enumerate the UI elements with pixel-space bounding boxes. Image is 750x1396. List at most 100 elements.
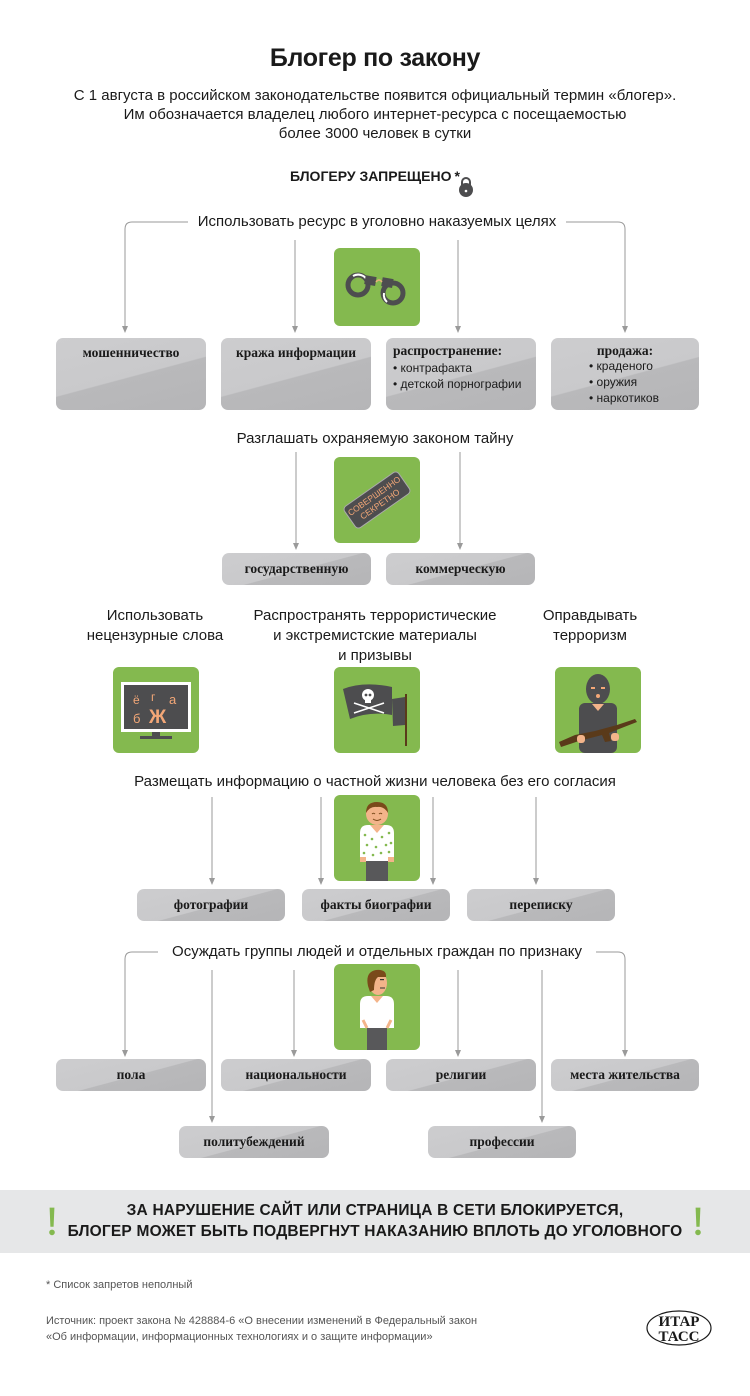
box-label: мошенничество — [82, 345, 180, 360]
lead-line: С 1 августа в российском законодательств… — [73, 87, 677, 104]
icon-tile-obscene: ё г а б Ж — [113, 667, 199, 753]
arrowhead — [539, 1116, 545, 1123]
pirate-flag-icon — [343, 684, 407, 746]
box-label: факты биографии — [320, 897, 432, 912]
arrowhead — [209, 1116, 215, 1123]
heading-line: нецензурные слова — [86, 627, 224, 644]
section-heading-privacy: Размещать информацию о частной жизни чел… — [120, 773, 630, 791]
icon-tile-criminal — [334, 248, 420, 326]
discrimination-box-gender: пола — [56, 1059, 206, 1091]
padlock-icon — [459, 177, 473, 197]
icon-tile-privacy — [334, 795, 420, 881]
criminal-box-sale: продажа: краденого оружия наркотиков — [551, 338, 699, 410]
box-label: пола — [116, 1067, 146, 1082]
box-label: политубеждений — [203, 1134, 305, 1149]
box-item: детской порнографии — [393, 376, 522, 392]
arrowhead — [122, 1050, 128, 1057]
criminal-box-distribution: распространение: контрафакта детской пор… — [386, 338, 536, 410]
box-label: профессии — [469, 1134, 535, 1149]
box-label: места жительства — [570, 1067, 680, 1082]
page-title: Блогер по закону — [269, 44, 481, 72]
arrowhead — [318, 878, 324, 885]
footnote-asterisk: * — [454, 168, 460, 184]
connector-line — [124, 951, 158, 1052]
section-heading-justify-terrorism: Оправдывать терроризм — [510, 606, 670, 646]
box-label: национальности — [245, 1067, 347, 1082]
box-label: фотографии — [173, 897, 249, 912]
lead-text: С 1 августа в российском законодательств… — [0, 86, 750, 143]
arrowhead — [455, 1050, 461, 1057]
box-item: наркотиков — [589, 390, 659, 406]
box-label: распространение: — [393, 343, 503, 358]
box-item-list: контрафакта детской порнографии — [393, 360, 522, 392]
section-heading-extremism: Распространять террористические и экстре… — [220, 606, 530, 666]
letter: г — [151, 690, 156, 704]
privacy-box-biography: факты биографии — [302, 889, 450, 921]
icon-tile-extremism — [334, 667, 420, 753]
criminal-box-info-theft: кража информации — [221, 338, 371, 410]
heading-line: и экстремистские материалы — [273, 627, 477, 644]
heading-line: Использовать — [106, 607, 204, 624]
connector-line — [566, 221, 626, 328]
icon-tile-terrorism — [555, 667, 641, 753]
icon-tile-secret: СОВЕРШЕННО СЕКРЕТНО — [334, 457, 420, 543]
source-line: Источник: проект закона № 428884-6 «О вн… — [46, 1315, 478, 1327]
arrowhead — [622, 1050, 628, 1057]
arrowhead — [209, 878, 215, 885]
section-heading-obscene: Использовать нецензурные слова — [60, 606, 250, 646]
section-heading-discrimination: Осуждать группы людей и отдельных гражда… — [158, 943, 596, 961]
box-item: оружия — [589, 374, 659, 390]
arrowhead — [533, 878, 539, 885]
box-label: государственную — [244, 561, 349, 576]
forbidden-heading: БЛОГЕРУ ЗАПРЕЩЕНО* — [0, 168, 750, 184]
discrimination-box-residence: места жительства — [551, 1059, 699, 1091]
source-line: «Об информации, информационных технологи… — [46, 1331, 433, 1343]
arrowhead — [622, 326, 628, 333]
footnote: * Список запретов неполный — [46, 1279, 193, 1291]
section-heading-criminal: Использовать ресурс в уголовно наказуемы… — [188, 213, 566, 231]
letter: а — [169, 692, 177, 707]
heading-line: Распространять террористические — [253, 607, 497, 624]
itar-tass-logo: ИТАР ТАСС — [646, 1310, 712, 1346]
banner-line: ЗА НАРУШЕНИЕ САЙТ ИЛИ СТРАНИЦА В СЕТИ БЛ… — [126, 1202, 624, 1219]
forbidden-heading-text: БЛОГЕРУ ЗАПРЕЩЕНО — [290, 168, 452, 184]
box-label: переписку — [509, 897, 573, 912]
handcuffs-icon — [345, 272, 406, 306]
box-label: коммерческую — [415, 561, 506, 576]
arrowhead — [430, 878, 436, 885]
terrorist-icon — [559, 674, 637, 753]
exclamation-icon — [49, 1207, 55, 1236]
letter: ё — [133, 693, 140, 707]
lead-line: Им обозначается владелец любого интернет… — [123, 106, 627, 123]
connector-line — [596, 951, 626, 1052]
discrimination-box-nationality: национальности — [221, 1059, 371, 1091]
banner-text: ЗА НАРУШЕНИЕ САЙТ ИЛИ СТРАНИЦА В СЕТИ БЛ… — [0, 1200, 750, 1242]
privacy-box-correspondence: переписку — [467, 889, 615, 921]
arrowhead — [293, 543, 299, 550]
exclamation-icon — [695, 1207, 701, 1236]
letter: б — [133, 711, 140, 726]
box-item: краденого — [589, 358, 659, 374]
box-item-list: краденого оружия наркотиков — [589, 358, 659, 406]
smiling-person-icon — [360, 802, 394, 881]
privacy-box-photos: фотографии — [137, 889, 285, 921]
angry-person-icon — [360, 969, 394, 1050]
box-item: контрафакта — [393, 360, 521, 376]
logo-text: ИТАР — [659, 1314, 700, 1330]
arrowhead — [457, 543, 463, 550]
connector-line — [124, 221, 188, 328]
discrimination-box-profession: профессии — [428, 1126, 576, 1158]
banner-line: БЛОГЕР МОЖЕТ БЫТЬ ПОДВЕРГНУТ НАКАЗАНИЮ В… — [67, 1223, 683, 1240]
section-heading-secret: Разглашать охраняемую законом тайну — [230, 430, 520, 448]
arrowhead — [455, 326, 461, 333]
icon-tile-discrimination — [334, 964, 420, 1050]
penalty-banner: ЗА НАРУШЕНИЕ САЙТ ИЛИ СТРАНИЦА В СЕТИ БЛ… — [0, 1190, 750, 1253]
top-secret-stamp-icon: СОВЕРШЕННО СЕКРЕТНО — [343, 471, 411, 529]
discrimination-box-politics: политубеждений — [179, 1126, 329, 1158]
source-note: Источник: проект закона № 428884-6 «О вн… — [46, 1313, 477, 1345]
monitor-letters-icon: ё г а б Ж — [121, 682, 191, 739]
arrowhead — [292, 326, 298, 333]
secret-box-commercial: коммерческую — [386, 553, 535, 585]
arrowhead — [291, 1050, 297, 1057]
